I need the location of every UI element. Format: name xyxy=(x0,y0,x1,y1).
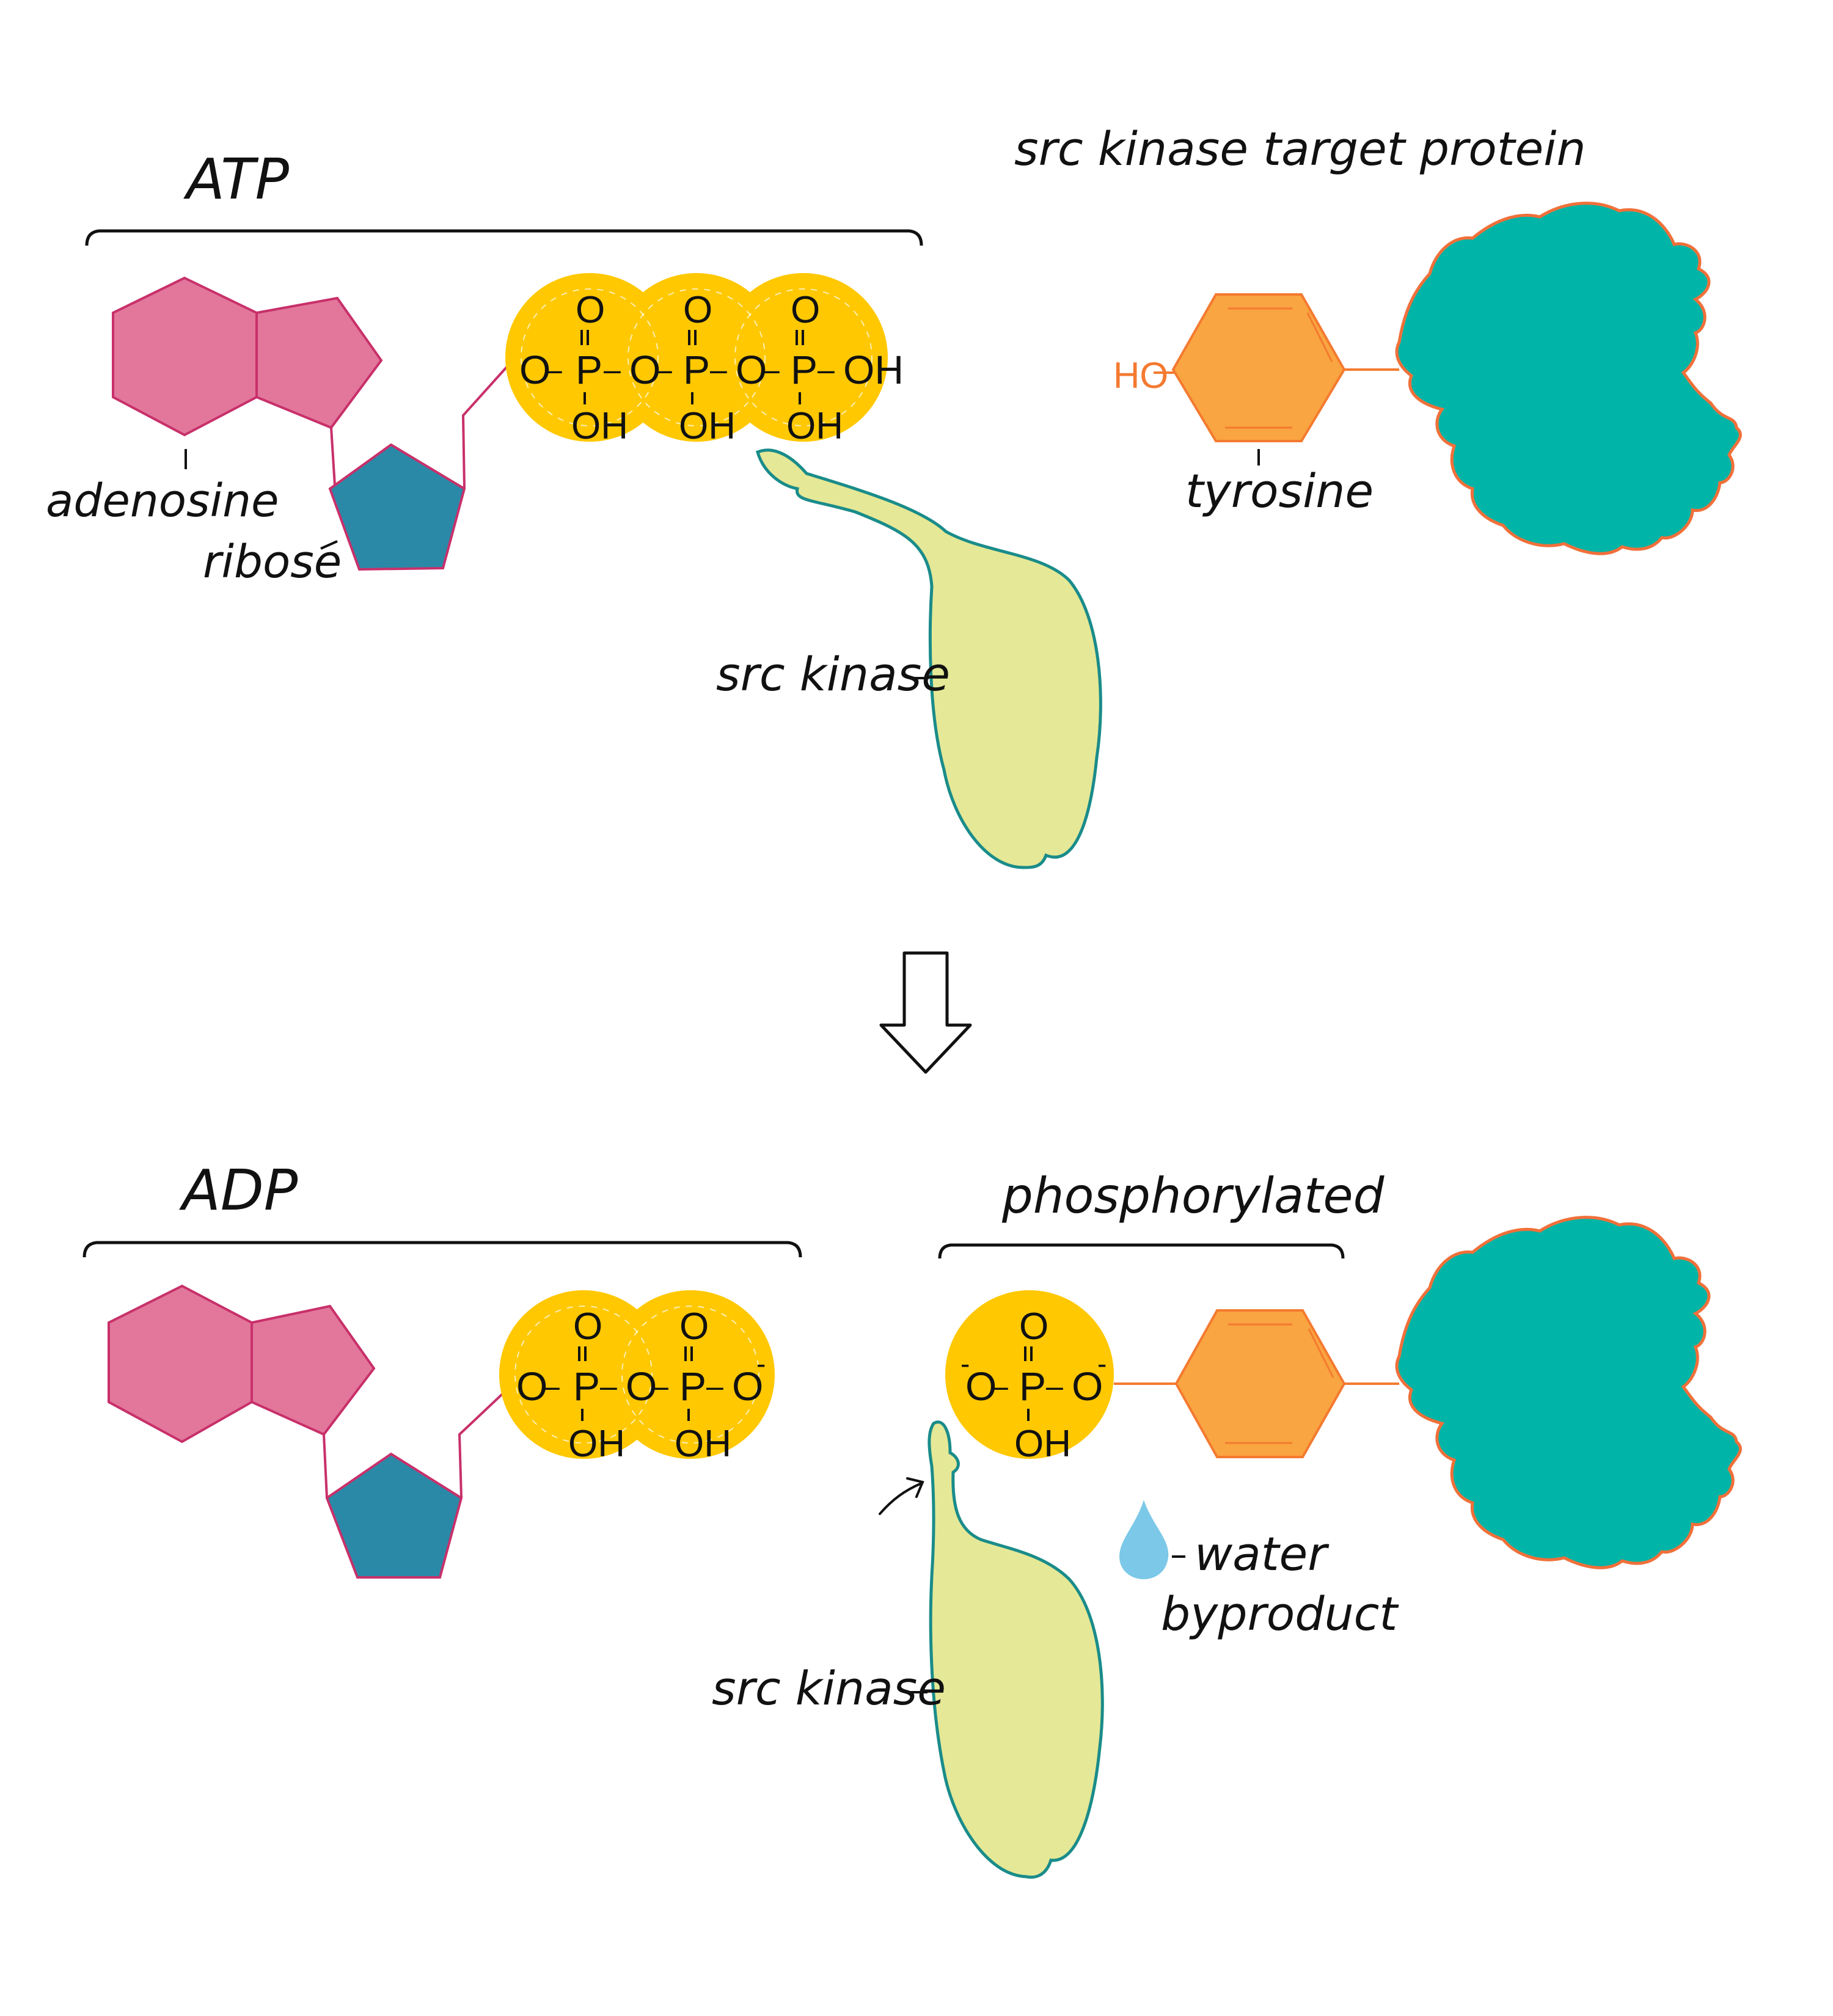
diphosphate-formula: O – P – O – P – O - O O OH OH xyxy=(516,1306,766,1465)
svg-text:O: O xyxy=(736,347,767,392)
svg-text:–: – xyxy=(543,1369,560,1403)
adenosine-shape-bottom xyxy=(108,1284,376,1444)
svg-text:O: O xyxy=(683,289,712,331)
svg-text:O: O xyxy=(1072,1364,1103,1409)
atp-bracket xyxy=(85,229,923,246)
svg-text:O: O xyxy=(573,1306,602,1348)
atp-label: ATP xyxy=(183,147,289,212)
phosphorylated-bracket xyxy=(938,1243,1345,1259)
tyrosine-phosphate-formula: - O – P – O - O OH xyxy=(960,1306,1107,1465)
svg-text:O: O xyxy=(1019,1306,1048,1348)
svg-text:P: P xyxy=(791,347,818,392)
svg-text:P: P xyxy=(679,1364,706,1409)
svg-text:-: - xyxy=(756,1348,766,1379)
svg-text:-: - xyxy=(960,1348,970,1379)
svg-text:O: O xyxy=(629,347,660,392)
svg-text:O: O xyxy=(576,289,605,331)
svg-text:OH: OH xyxy=(675,1423,731,1465)
svg-text:–: – xyxy=(706,1369,723,1403)
adenosine-shape-top xyxy=(112,276,383,437)
svg-text:P: P xyxy=(1019,1364,1046,1409)
src-kinase-shape-top xyxy=(755,448,1102,869)
byproduct-label: byproduct xyxy=(1161,1587,1399,1641)
svg-text:OH: OH xyxy=(568,1423,625,1465)
svg-text:O: O xyxy=(791,289,820,331)
target-protein-label: src kinase target protein xyxy=(1014,122,1586,176)
svg-text:-: - xyxy=(1097,1348,1107,1379)
reaction-arrow xyxy=(879,951,972,1074)
tyrosine-phosphate xyxy=(945,1290,1114,1459)
kinase-release-arrow xyxy=(879,1477,924,1515)
water-label: water xyxy=(1195,1527,1330,1581)
src-kinase-label-top: src kinase xyxy=(716,647,950,701)
svg-text:OH: OH xyxy=(786,405,843,447)
svg-text:OH: OH xyxy=(679,405,736,447)
svg-text:O: O xyxy=(965,1364,997,1409)
svg-text:–: – xyxy=(710,352,727,387)
target-protein-blob-bottom xyxy=(1395,1216,1742,1569)
src-kinase-label-bottom: src kinase xyxy=(712,1661,946,1715)
triphosphate-formula: O – P – O – P – O – P – OH O O O OH OH O… xyxy=(519,289,904,447)
svg-text:O: O xyxy=(626,1364,657,1409)
src-kinase-shape-bottom xyxy=(927,1420,1104,1879)
svg-text:–: – xyxy=(818,352,835,387)
ribose-shape-top xyxy=(328,365,508,571)
svg-text:OH: OH xyxy=(843,347,904,392)
ribose-shape-bottom xyxy=(323,1393,503,1579)
diphosphate-group xyxy=(499,1290,775,1459)
svg-text:–: – xyxy=(1046,1369,1063,1403)
svg-text:P: P xyxy=(576,347,602,392)
svg-text:O: O xyxy=(516,1364,547,1409)
svg-text:O: O xyxy=(519,347,551,392)
svg-text:–: – xyxy=(763,352,780,387)
ribose-label: ribose xyxy=(203,536,342,588)
phosphorylated-label: phosphorylated xyxy=(1001,1167,1385,1224)
svg-text:P: P xyxy=(573,1364,600,1409)
svg-text:–: – xyxy=(604,352,621,387)
adenosine-label: adenosine xyxy=(46,475,279,527)
svg-text:–: – xyxy=(991,1369,1008,1403)
svg-text:OH: OH xyxy=(1014,1423,1071,1465)
svg-text:–: – xyxy=(600,1369,617,1403)
svg-text:O: O xyxy=(732,1364,763,1409)
svg-text:OH: OH xyxy=(571,405,628,447)
svg-text:–: – xyxy=(545,352,562,387)
ho-label: HO xyxy=(1113,355,1168,396)
tyrosine-ring-bottom xyxy=(1174,1309,1346,1458)
svg-text:O: O xyxy=(679,1306,709,1348)
svg-text:–: – xyxy=(651,1369,668,1403)
water-drop-icon xyxy=(1119,1500,1169,1579)
tyrosine-label: tyrosine xyxy=(1185,464,1374,518)
triphosphate-group xyxy=(505,273,888,442)
svg-text:–: – xyxy=(655,352,672,387)
adp-bracket xyxy=(82,1241,802,1258)
tyrosine-ring-top xyxy=(1171,293,1346,442)
adp-label: ADP xyxy=(179,1158,298,1223)
target-protein-blob-top xyxy=(1395,202,1742,555)
svg-text:P: P xyxy=(683,347,710,392)
